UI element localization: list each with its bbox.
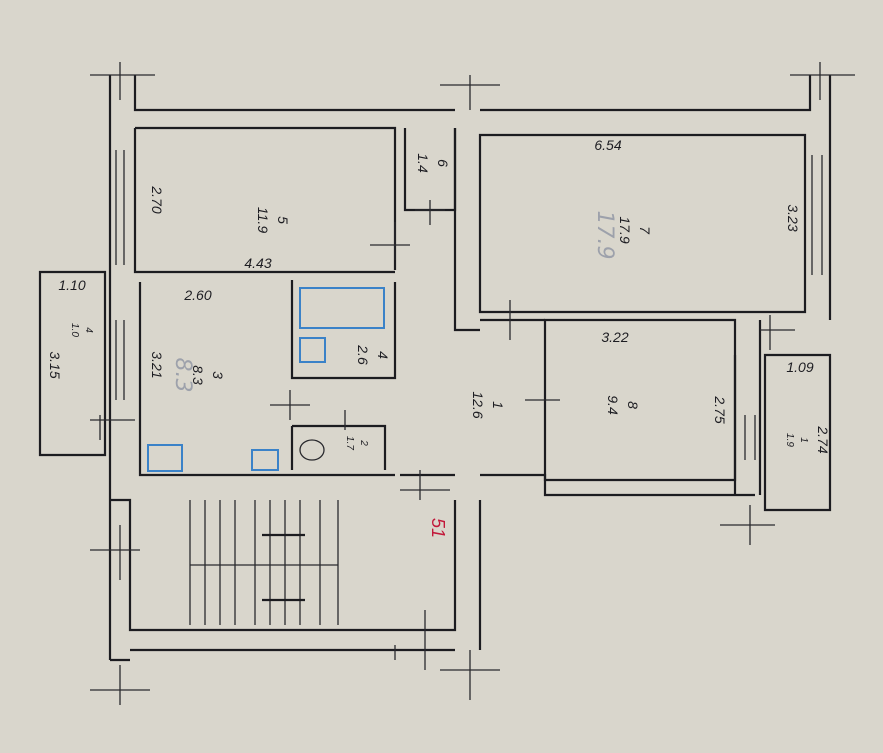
- kitchen-sink-icon: [251, 449, 279, 471]
- room-area: 2.6: [355, 344, 371, 365]
- walls: [38, 75, 832, 662]
- room-area: 17.9: [617, 216, 633, 243]
- sink-icon: [299, 337, 326, 363]
- room-number: 5: [275, 216, 291, 224]
- stair-flight: [189, 500, 339, 625]
- pencil-note: 17.9: [592, 211, 617, 260]
- room-area: 1.9: [784, 433, 795, 447]
- room-number: 8: [625, 401, 641, 409]
- room-area: 9.4: [605, 395, 621, 415]
- dimension-label: 3.23: [785, 204, 801, 231]
- windows: [115, 150, 823, 460]
- dimension-label: 2.74: [815, 425, 831, 453]
- dimension-label: 1.10: [58, 277, 85, 293]
- toilet-icon: [299, 439, 325, 461]
- room-number: 4: [375, 351, 391, 359]
- apartment-number-stamp: 51: [428, 518, 448, 538]
- room-number: 2: [358, 439, 369, 446]
- room-number: 1: [798, 437, 809, 443]
- tick-marks: [90, 62, 855, 705]
- room-number: 3: [210, 371, 226, 379]
- dimension-label: 4.43: [244, 255, 271, 271]
- dimension-label: 3.21: [149, 351, 165, 378]
- dimension-label: 2.60: [183, 287, 211, 303]
- room-number: 1: [490, 401, 506, 409]
- dimension-label: 2.75: [712, 395, 728, 423]
- dimension-label: 6.54: [594, 137, 621, 153]
- dimension-label: 1.09: [786, 359, 813, 375]
- dimension-label: 3.15: [47, 351, 63, 378]
- room-number: 4: [83, 327, 94, 333]
- room-area: 1.7: [344, 436, 355, 450]
- room-area: 12.6: [470, 391, 486, 418]
- room-number: 7: [637, 226, 653, 235]
- room-area: 1.4: [415, 153, 431, 173]
- room-number: 6: [435, 159, 451, 167]
- plumbing-fixtures: [147, 287, 385, 472]
- bathtub-icon: [299, 287, 385, 329]
- dimension-label: 3.22: [601, 329, 628, 345]
- room-area: 8.3: [190, 365, 206, 385]
- dimension-label: 2.70: [149, 185, 165, 213]
- room-area: 1.0: [69, 323, 80, 337]
- room-area: 11.9: [255, 207, 271, 233]
- stove-icon: [147, 444, 183, 472]
- pencil-note: 8.3: [170, 358, 195, 393]
